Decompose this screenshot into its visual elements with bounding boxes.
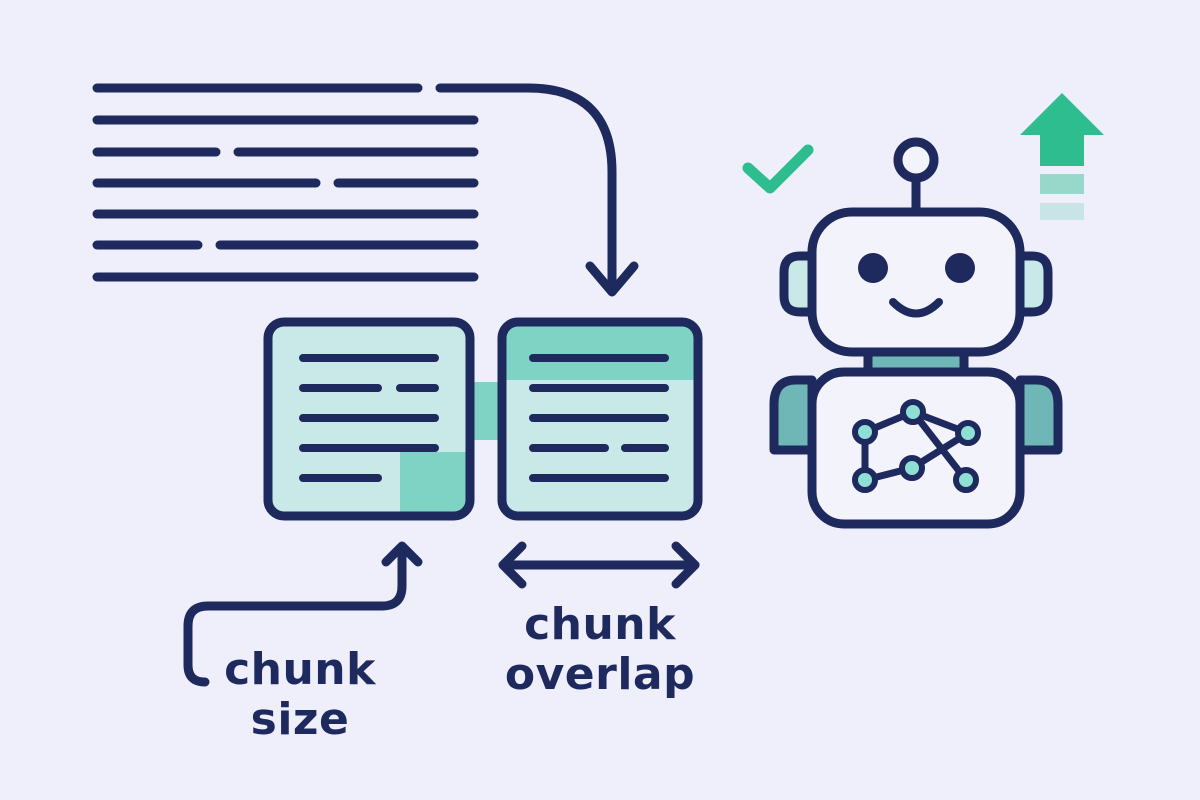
checkmark-icon bbox=[742, 144, 814, 194]
chunk-card-right bbox=[497, 317, 703, 521]
curved-arrow-down-icon bbox=[435, 83, 639, 297]
chunk-card-left bbox=[263, 317, 475, 521]
overlap-band bbox=[472, 382, 502, 440]
chunk-overlap-label: chunk overlap bbox=[490, 600, 710, 700]
up-arrow-icon bbox=[1020, 93, 1104, 220]
chunk-size-label-line-2: size bbox=[250, 694, 350, 745]
double-arrow-icon bbox=[498, 541, 700, 589]
chunk-overlap-label-line-1: chunk bbox=[524, 599, 676, 650]
document-lines-icon bbox=[92, 83, 479, 282]
chunk-overlap-label-line-2: overlap bbox=[504, 649, 696, 700]
curved-arrow-up-icon bbox=[183, 541, 423, 687]
chunk-size-label-line-1: chunk bbox=[224, 644, 376, 695]
chunk-size-label: chunk size bbox=[200, 645, 400, 745]
network-graph-icon bbox=[852, 399, 981, 493]
